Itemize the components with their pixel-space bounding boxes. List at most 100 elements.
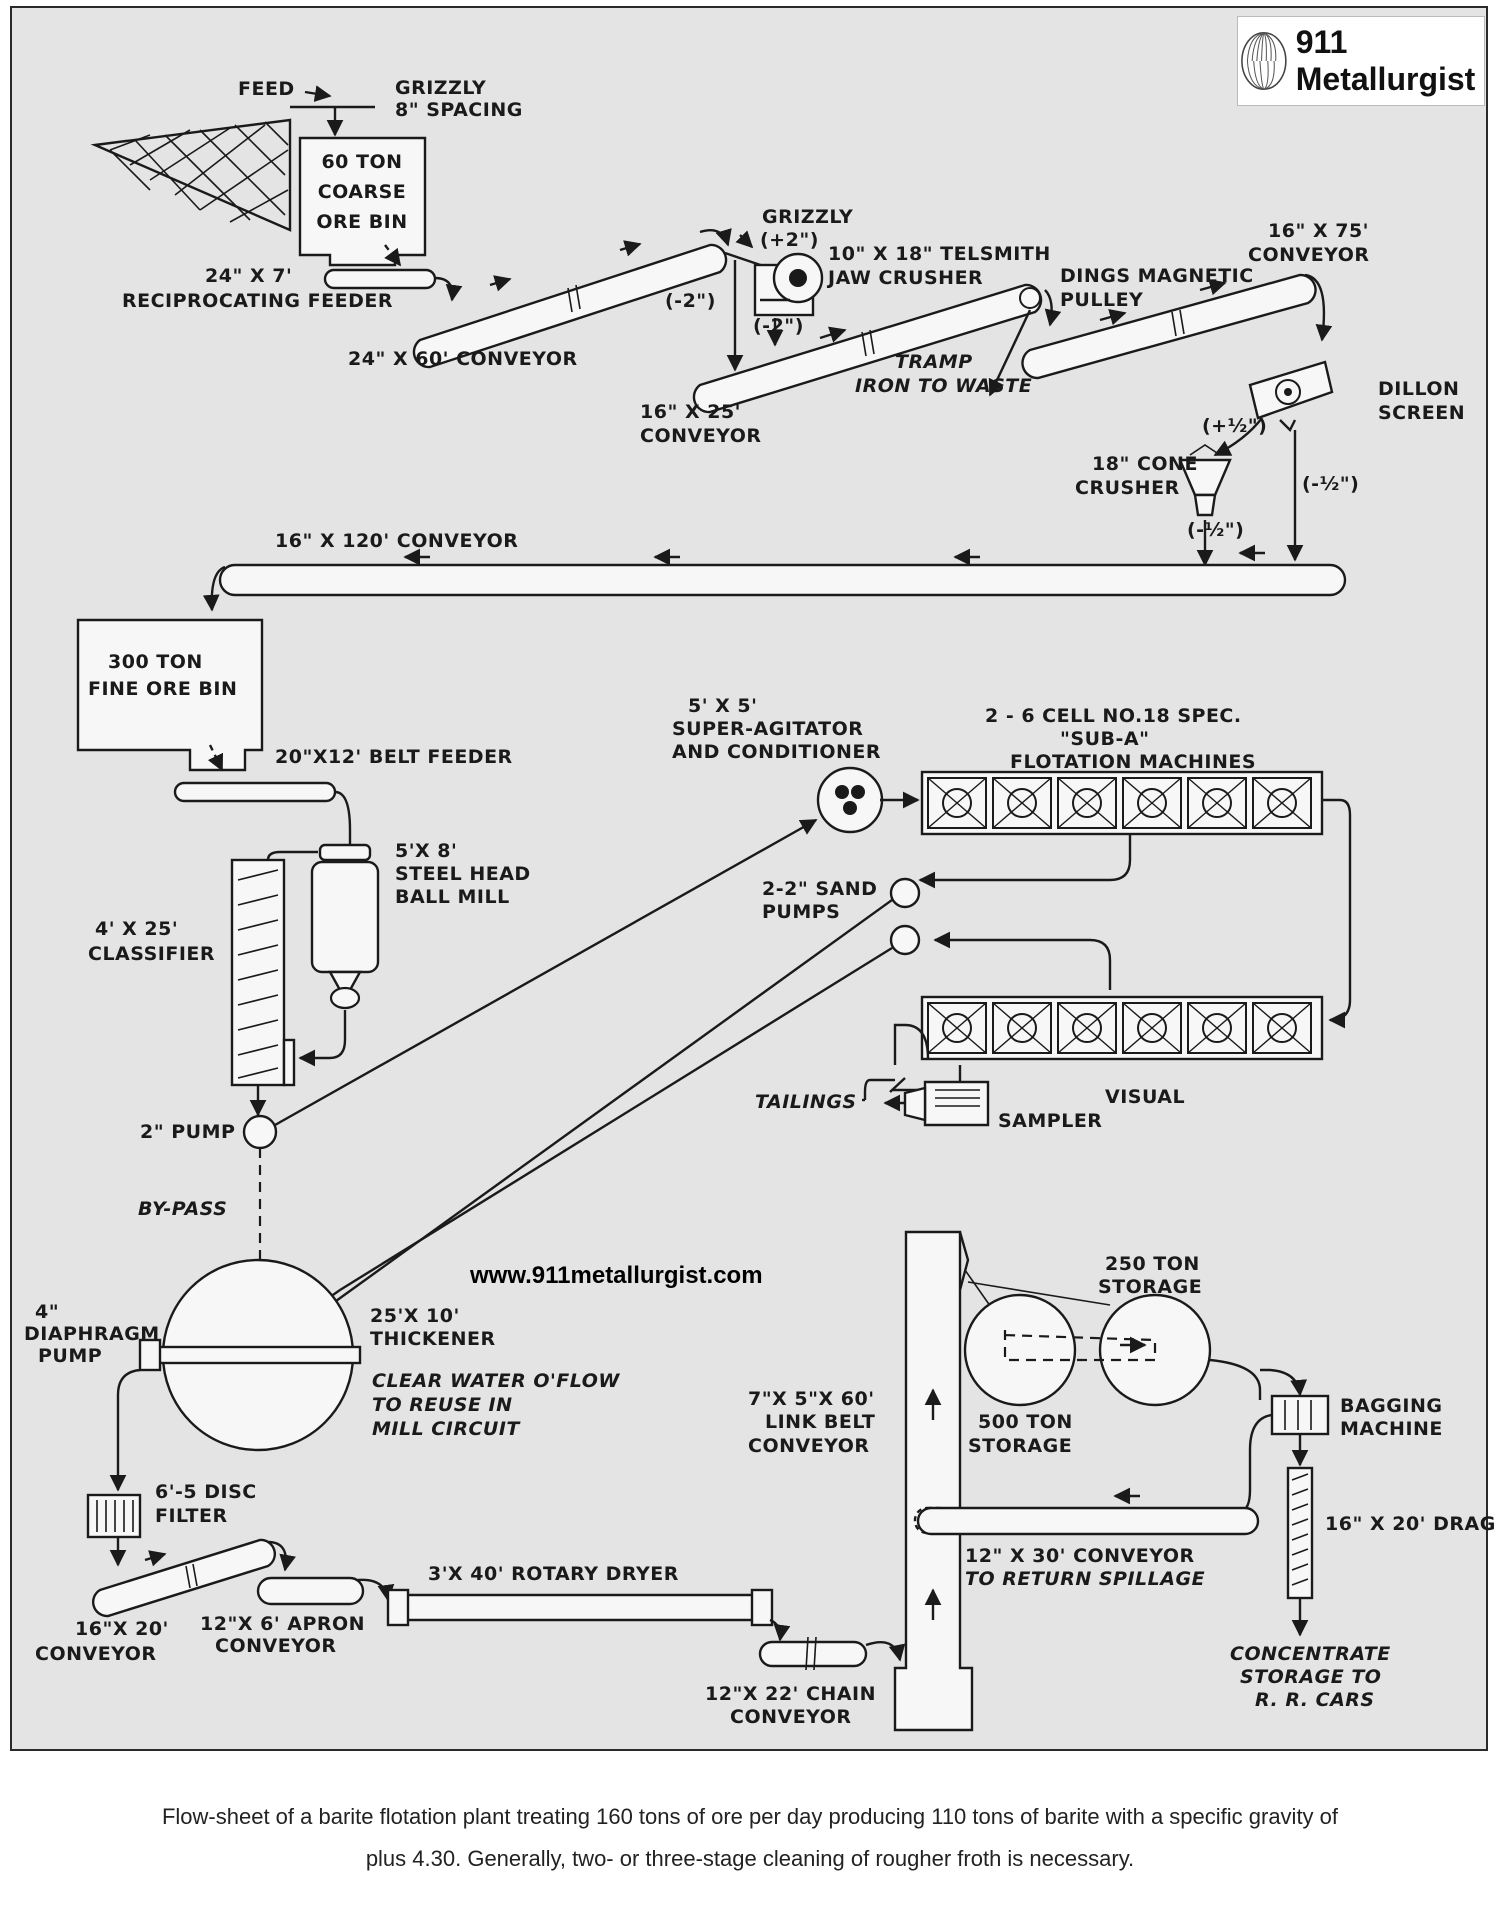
website-url[interactable]: www.911metallurgist.com [470, 1262, 763, 1289]
flotation-cell [1057, 1002, 1117, 1054]
label-chain: 12"X 22' CHAIN CONVEYOR [705, 1683, 876, 1728]
label-bagging: BAGGING MACHINE [1340, 1395, 1442, 1440]
svg-text:MILL CIRCUIT: MILL CIRCUIT [372, 1418, 521, 1440]
svg-text:TRAMP: TRAMP [895, 351, 973, 373]
svg-text:CLASSIFIER: CLASSIFIER [88, 943, 215, 965]
label-pump-2in: 2" PUMP [140, 1121, 235, 1143]
label-disc-filter: 6'-5 DISC FILTER [155, 1481, 256, 1527]
svg-text:250 TON: 250 TON [1105, 1253, 1200, 1275]
svg-text:SCREEN: SCREEN [1378, 402, 1465, 424]
bagging-machine [1270, 1394, 1330, 1436]
svg-text:CONVEYOR: CONVEYOR [748, 1435, 870, 1457]
svg-text:500 TON: 500 TON [978, 1411, 1073, 1433]
svg-text:ORE BIN: ORE BIN [316, 211, 407, 233]
svg-text:16"X 20': 16"X 20' [75, 1618, 169, 1640]
label-apron: 12"X 6' APRON CONVEYOR [200, 1613, 365, 1657]
svg-text:FINE ORE BIN: FINE ORE BIN [88, 678, 237, 700]
feed-hopper-net [90, 118, 292, 232]
svg-text:60 TON: 60 TON [321, 151, 402, 173]
thickener [138, 1258, 362, 1452]
label-belt-feeder: 20"X12' BELT FEEDER [275, 746, 513, 768]
label-drag: 16" X 20' DRAG [1325, 1513, 1496, 1535]
conveyor-16x75 [1021, 273, 1317, 380]
svg-text:STEEL HEAD: STEEL HEAD [395, 863, 531, 885]
svg-text:5'X 8': 5'X 8' [395, 840, 457, 862]
label-link-belt: 7"X 5"X 60' LINK BELT CONVEYOR [748, 1388, 875, 1457]
label-dillon: DILLON SCREEN [1378, 378, 1465, 424]
svg-text:24" X 7': 24" X 7' [205, 265, 292, 287]
svg-text:4' X 25': 4' X 25' [95, 918, 178, 940]
svg-text:TO RETURN SPILLAGE: TO RETURN SPILLAGE [965, 1568, 1205, 1590]
return-spillage-conveyor [916, 1487, 1260, 1536]
sand-pump-2-return [339, 946, 893, 1292]
svg-text:CONVEYOR: CONVEYOR [35, 1643, 157, 1665]
ridged-shell-logo-icon [1241, 31, 1287, 91]
label-return-conveyor: 12" X 30' CONVEYOR TO RETURN SPILLAGE [965, 1545, 1205, 1590]
label-dings: DINGS MAGNETIC PULLEY [1060, 265, 1254, 311]
svg-text:"SUB-A": "SUB-A" [1060, 728, 1149, 750]
svg-text:DINGS MAGNETIC: DINGS MAGNETIC [1060, 265, 1254, 287]
label-bypass: BY-PASS [138, 1198, 227, 1220]
label-conveyor-16x120: 16" X 120' CONVEYOR [275, 530, 518, 552]
pump-to-agitator-line [274, 818, 818, 1127]
flotation-machine-rougher [920, 770, 1324, 836]
label-flotation: 2 - 6 CELL NO.18 SPEC. "SUB-A" FLOTATION… [985, 705, 1256, 773]
svg-text:PUMP: PUMP [38, 1345, 102, 1367]
svg-text:LINK BELT: LINK BELT [765, 1411, 875, 1433]
label-grizzly-2: GRIZZLY (+2") [760, 206, 853, 251]
chain-conveyor [758, 1636, 868, 1671]
svg-text:12"X 6' APRON: 12"X 6' APRON [200, 1613, 365, 1635]
label-tailings: TAILINGS [755, 1091, 857, 1113]
conveyor-16x20-filter [92, 1538, 276, 1618]
sand-pump-2 [889, 924, 921, 956]
svg-text:16" X 25': 16" X 25' [640, 401, 741, 423]
svg-text:SAMPLER: SAMPLER [998, 1110, 1102, 1132]
pump-2in [242, 1114, 278, 1150]
svg-text:JAW CRUSHER: JAW CRUSHER [826, 267, 983, 289]
tramp-iron-arrow [988, 309, 1032, 397]
svg-text:COARSE: COARSE [318, 181, 407, 203]
svg-text:STORAGE: STORAGE [1098, 1276, 1202, 1298]
sand-pump-1 [889, 877, 921, 909]
svg-text:AND CONDITIONER: AND CONDITIONER [672, 741, 881, 763]
svg-text:16" X 75': 16" X 75' [1268, 220, 1369, 242]
label-clear-water: CLEAR WATER O'FLOW TO REUSE IN MILL CIRC… [372, 1370, 620, 1440]
svg-text:GRIZZLY: GRIZZLY [762, 206, 853, 228]
label-sand-pumps: 2-2" SAND PUMPS [762, 878, 877, 923]
svg-text:2-2" SAND: 2-2" SAND [762, 878, 877, 900]
svg-text:DIAPHRAGM: DIAPHRAGM [24, 1323, 160, 1345]
label-jaw-crusher: 10" X 18" TELSMITH JAW CRUSHER [826, 243, 1050, 289]
label-conveyor-16x25: 16" X 25' CONVEYOR [640, 401, 761, 447]
storage-500-ton [963, 1293, 1077, 1407]
rotary-dryer [386, 1588, 774, 1627]
label-minus-half-b: (-½") [1187, 519, 1244, 541]
caption-line-1: Flow-sheet of a barite flotation plant t… [161, 1804, 1339, 1829]
label-plus-half: (+½") [1202, 415, 1267, 437]
svg-text:(+2"): (+2") [760, 229, 819, 251]
label-dryer: 3'X 40' ROTARY DRYER [428, 1563, 679, 1585]
logo-text: 911 Metallurgist [1295, 24, 1476, 97]
svg-text:FLOTATION MACHINES: FLOTATION MACHINES [1010, 751, 1256, 773]
svg-text:CRUSHER: CRUSHER [1075, 477, 1180, 499]
flotation-cell [927, 1002, 987, 1054]
svg-text:CONCENTRATE: CONCENTRATE [1230, 1643, 1391, 1665]
flotation-cell [1252, 777, 1312, 829]
svg-text:GRIZZLY: GRIZZLY [395, 77, 486, 99]
flotation-cell [927, 777, 987, 829]
svg-text:CLEAR WATER O'FLOW: CLEAR WATER O'FLOW [372, 1370, 620, 1392]
flotation-cell [992, 1002, 1052, 1054]
label-concentrate: CONCENTRATE STORAGE TO R. R. CARS [1230, 1643, 1391, 1711]
svg-text:CONVEYOR: CONVEYOR [1248, 244, 1370, 266]
label-minus-half-a: (-½") [1302, 473, 1359, 495]
svg-text:BALL MILL: BALL MILL [395, 886, 510, 908]
label-minus2-b: (-2") [753, 315, 804, 337]
label-thickener: 25'X 10' THICKENER [370, 1305, 495, 1350]
svg-text:TO REUSE IN: TO REUSE IN [372, 1394, 513, 1416]
svg-text:CONVEYOR: CONVEYOR [730, 1706, 852, 1728]
svg-text:FILTER: FILTER [155, 1505, 228, 1527]
svg-text:12" X 30' CONVEYOR: 12" X 30' CONVEYOR [965, 1545, 1195, 1567]
classifier [230, 858, 296, 1087]
svg-text:7"X 5"X 60': 7"X 5"X 60' [748, 1388, 875, 1410]
conveyor-16x120 [218, 544, 1347, 597]
svg-text:VISUAL: VISUAL [1105, 1086, 1185, 1108]
